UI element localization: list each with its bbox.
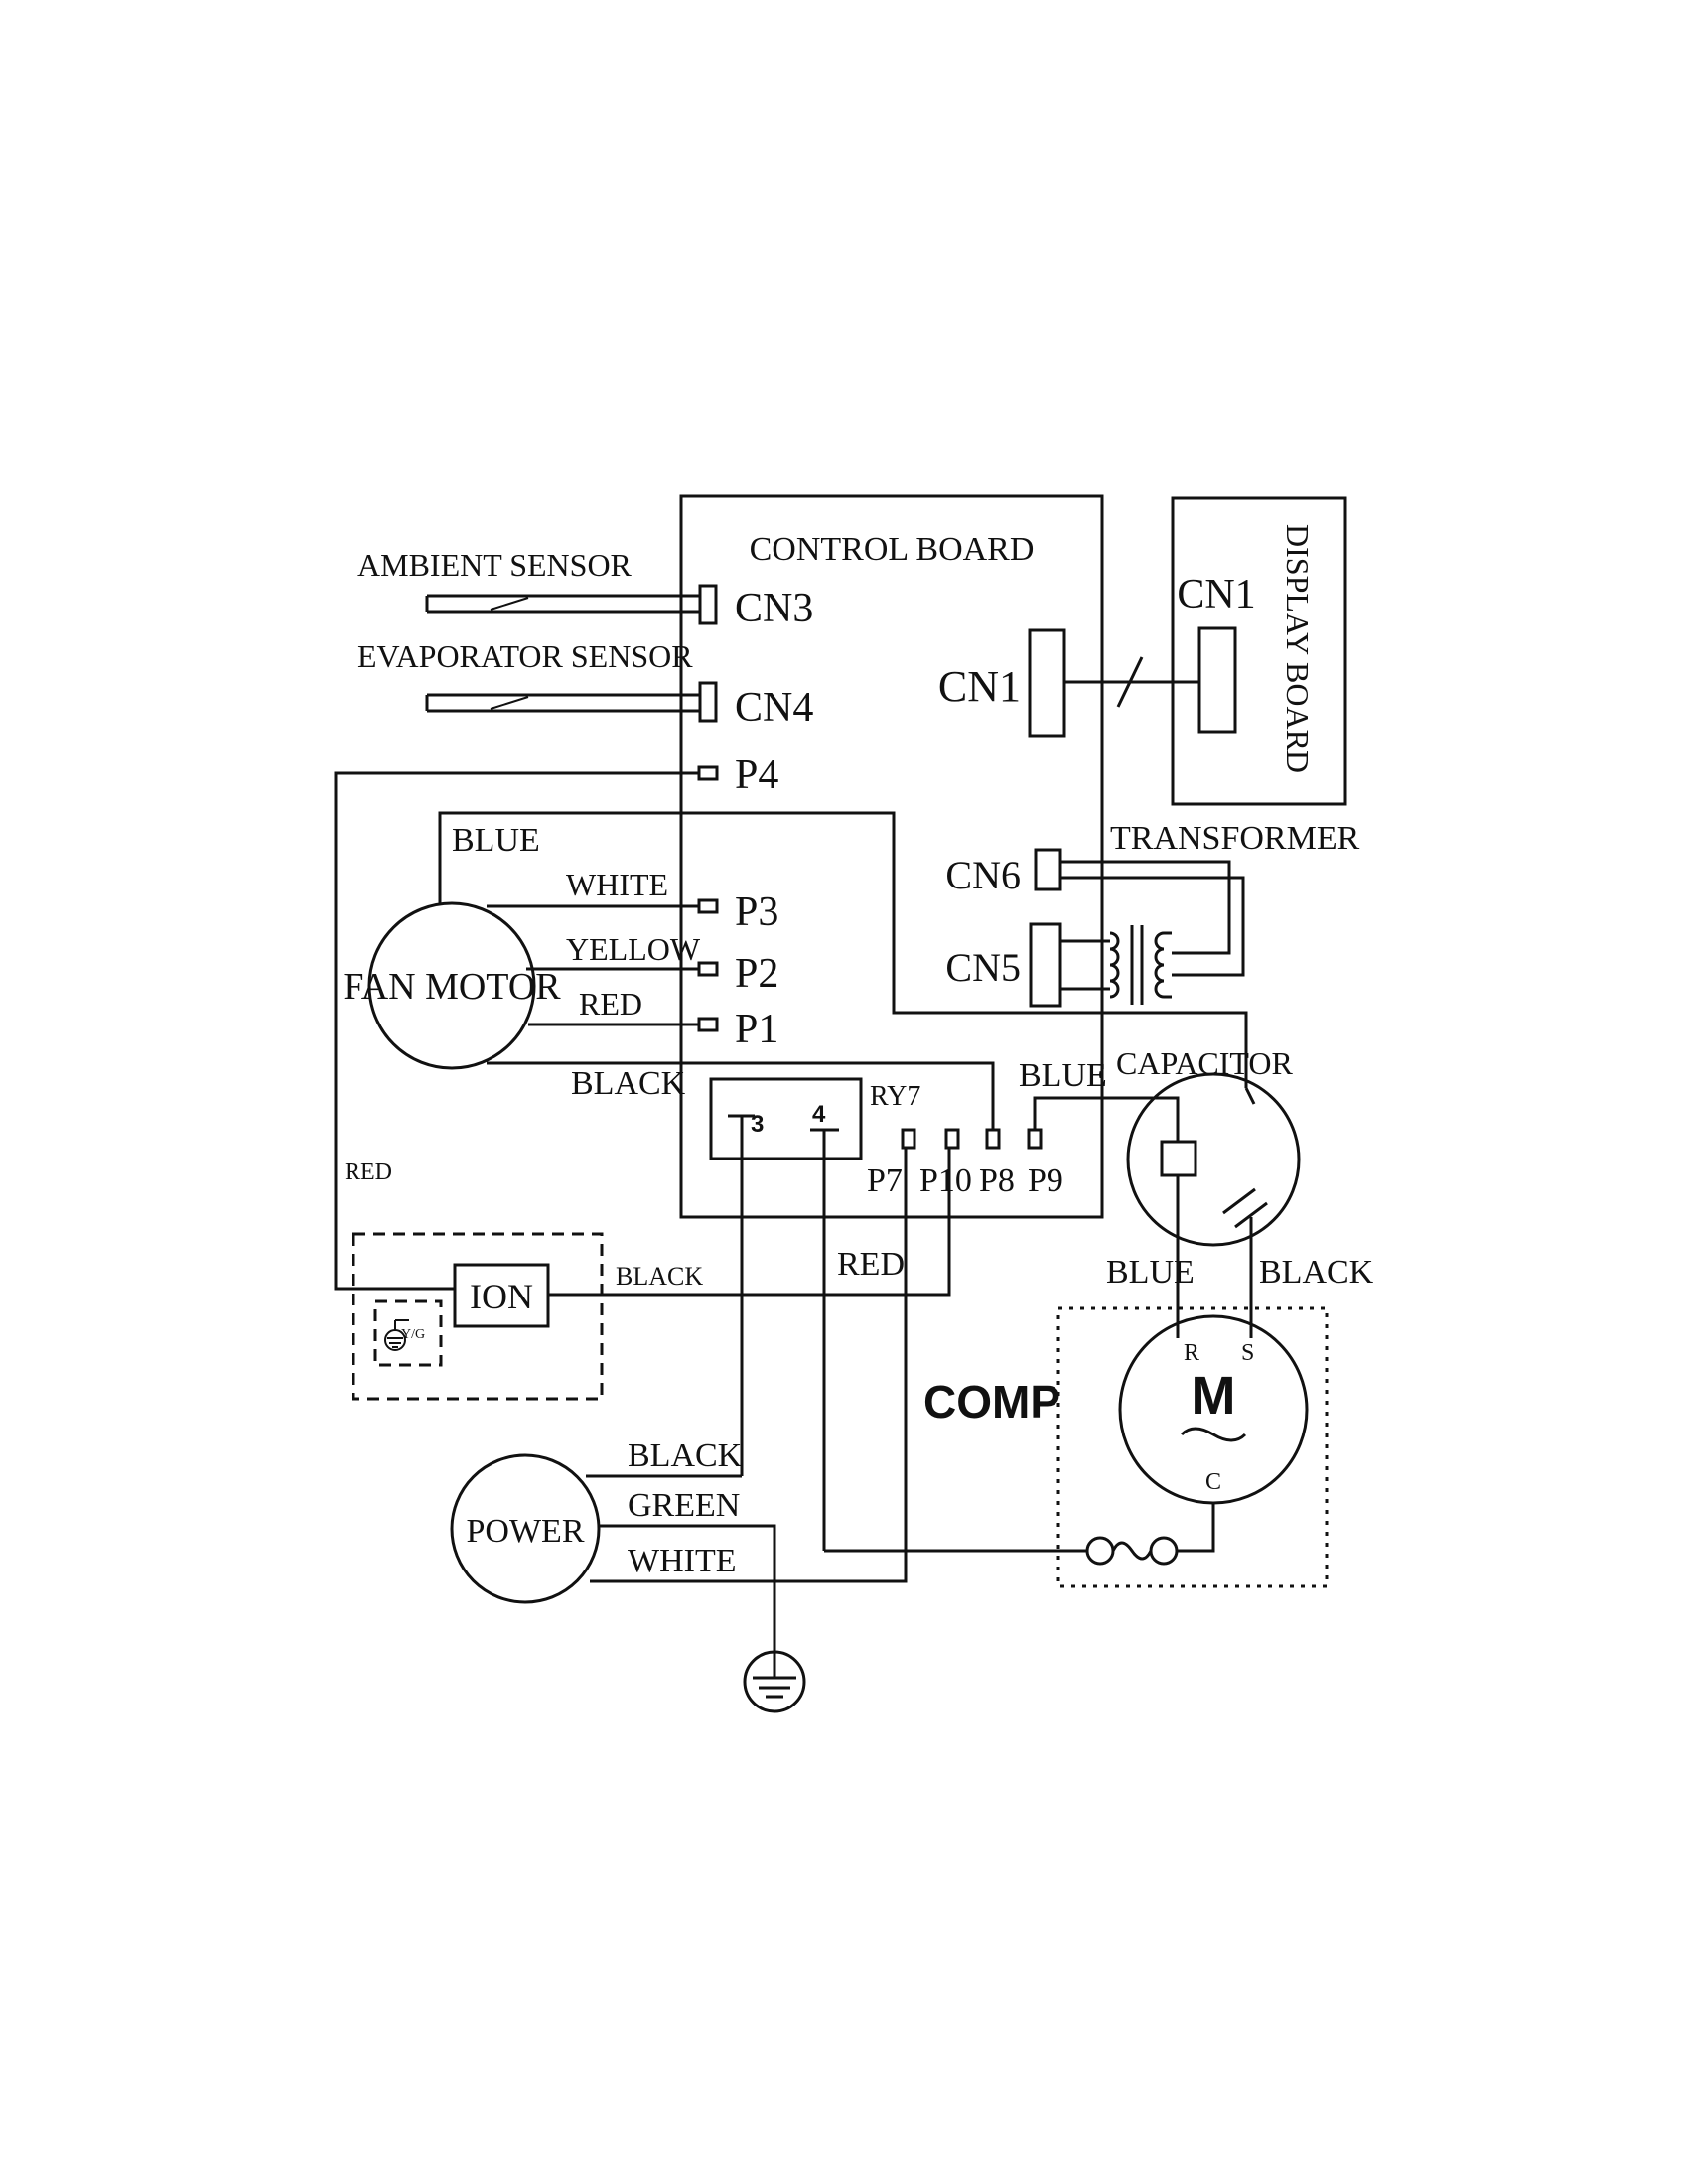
overload-protector [1085, 1536, 1179, 1566]
cn3-label: CN3 [735, 586, 813, 631]
compressor-label: COMP [923, 1376, 1060, 1428]
p3-label: P3 [735, 889, 778, 935]
ion-generator [453, 1263, 550, 1328]
evaporator-sensor-thermistor [490, 696, 529, 710]
p9-terminal [1027, 1128, 1043, 1150]
p10-label: P10 [919, 1162, 972, 1199]
power-plug [450, 1453, 601, 1604]
cn5-label: CN5 [945, 945, 1021, 990]
p7-label: P7 [867, 1162, 903, 1199]
capacitor-blue-top-label: BLUE [1019, 1057, 1107, 1094]
compressor-motor-symbol: M [1192, 1366, 1236, 1426]
ion-ground-box [373, 1299, 443, 1367]
p9-blue-wire [1033, 1096, 1180, 1148]
p8-terminal [985, 1128, 1001, 1150]
compressor-c-lead [1178, 1503, 1215, 1553]
display-board-cn1-connector [1197, 626, 1237, 734]
fan-blue-label: BLUE [452, 822, 540, 859]
fan-black-wire [487, 1061, 995, 1130]
capacitor-blue-label: BLUE [1106, 1254, 1195, 1291]
ground-icon [743, 1650, 806, 1713]
ion-module-box [352, 1232, 604, 1401]
control-board-cn1-connector [1028, 628, 1066, 738]
relay-pin4-label: 4 [812, 1101, 826, 1128]
ion-red-label: RED [345, 1160, 392, 1185]
fan-red-label: RED [579, 986, 642, 1022]
compressor-box [1056, 1306, 1329, 1588]
fan-yellow-label: YELLOW [566, 931, 701, 967]
p9-label: P9 [1028, 1162, 1063, 1199]
ambient-sensor-thermistor [490, 597, 529, 611]
p10-red-label: RED [837, 1246, 905, 1283]
compressor-ac-symbol [1180, 1427, 1247, 1442]
ion-red-wire [334, 771, 699, 1291]
p3-terminal [697, 898, 719, 914]
cn6-label: CN6 [945, 853, 1021, 897]
control-board-title: CONTROL BOARD [750, 531, 1035, 568]
transformer-label: TRANSFORMER [1110, 820, 1360, 857]
power-white-wire [590, 1148, 908, 1583]
capacitor-black-label: BLACK [1259, 1254, 1374, 1291]
capacitor-terminal-blue [1160, 1140, 1197, 1177]
display-board-cn1-label: CN1 [1177, 572, 1255, 617]
capacitor-plate-2 [1234, 1201, 1268, 1229]
ion-black-wire [548, 1148, 951, 1297]
control-board-cn1-label: CN1 [938, 662, 1021, 711]
ambient-sensor-label: AMBIENT SENSOR [357, 547, 633, 583]
relay-pin3-label: 3 [751, 1111, 764, 1138]
power-white-label: WHITE [628, 1543, 737, 1579]
p10-terminal [944, 1128, 960, 1150]
p4-terminal [697, 765, 719, 781]
fan-blue-wire [438, 811, 1248, 1088]
ion-ground-tag: Y/G [401, 1327, 425, 1342]
ion-ground-icon [384, 1319, 409, 1351]
cn1-link-slash [1116, 656, 1144, 708]
cn6-wire-2 [1060, 876, 1245, 977]
cn6-connector [1034, 848, 1062, 891]
p8-label: P8 [979, 1162, 1015, 1199]
relay-ry7 [709, 1077, 863, 1160]
p2-label: P2 [735, 951, 778, 997]
relay-label: RY7 [870, 1081, 920, 1112]
fan-white-label: WHITE [566, 867, 668, 902]
evaporator-sensor-label: EVAPORATOR SENSOR [357, 638, 693, 674]
p7-terminal [901, 1128, 916, 1150]
compressor-c-label: C [1205, 1469, 1221, 1495]
power-label: POWER [467, 1513, 585, 1550]
ion-label: ION [470, 1277, 533, 1316]
capacitor [1126, 1072, 1301, 1247]
fan-black-label: BLACK [571, 1065, 686, 1102]
p2-terminal [697, 961, 719, 977]
power-green-wire [599, 1524, 776, 1664]
p4-label: P4 [735, 752, 778, 798]
fan-motor-label: FAN MOTOR [343, 966, 561, 1008]
compressor-s-label: S [1241, 1340, 1254, 1366]
transformer [1109, 925, 1172, 1005]
p1-terminal [697, 1017, 719, 1032]
cn6-wire-1 [1060, 860, 1231, 955]
cn5-connector [1029, 922, 1062, 1008]
capacitor-label: CAPACITOR [1116, 1045, 1294, 1081]
power-black-label: BLACK [628, 1437, 743, 1474]
cn4-connector [698, 681, 718, 723]
ion-black-label: BLACK [616, 1262, 703, 1291]
capacitor-plate-1 [1222, 1187, 1256, 1215]
compressor-r-label: R [1184, 1340, 1199, 1366]
fan-motor [367, 901, 536, 1070]
p1-label: P1 [735, 1007, 778, 1052]
cn3-connector [698, 584, 718, 625]
power-green-label: GREEN [628, 1487, 740, 1524]
display-board-title: DISPLAY BOARD [1280, 524, 1316, 773]
cn4-label: CN4 [735, 685, 813, 731]
